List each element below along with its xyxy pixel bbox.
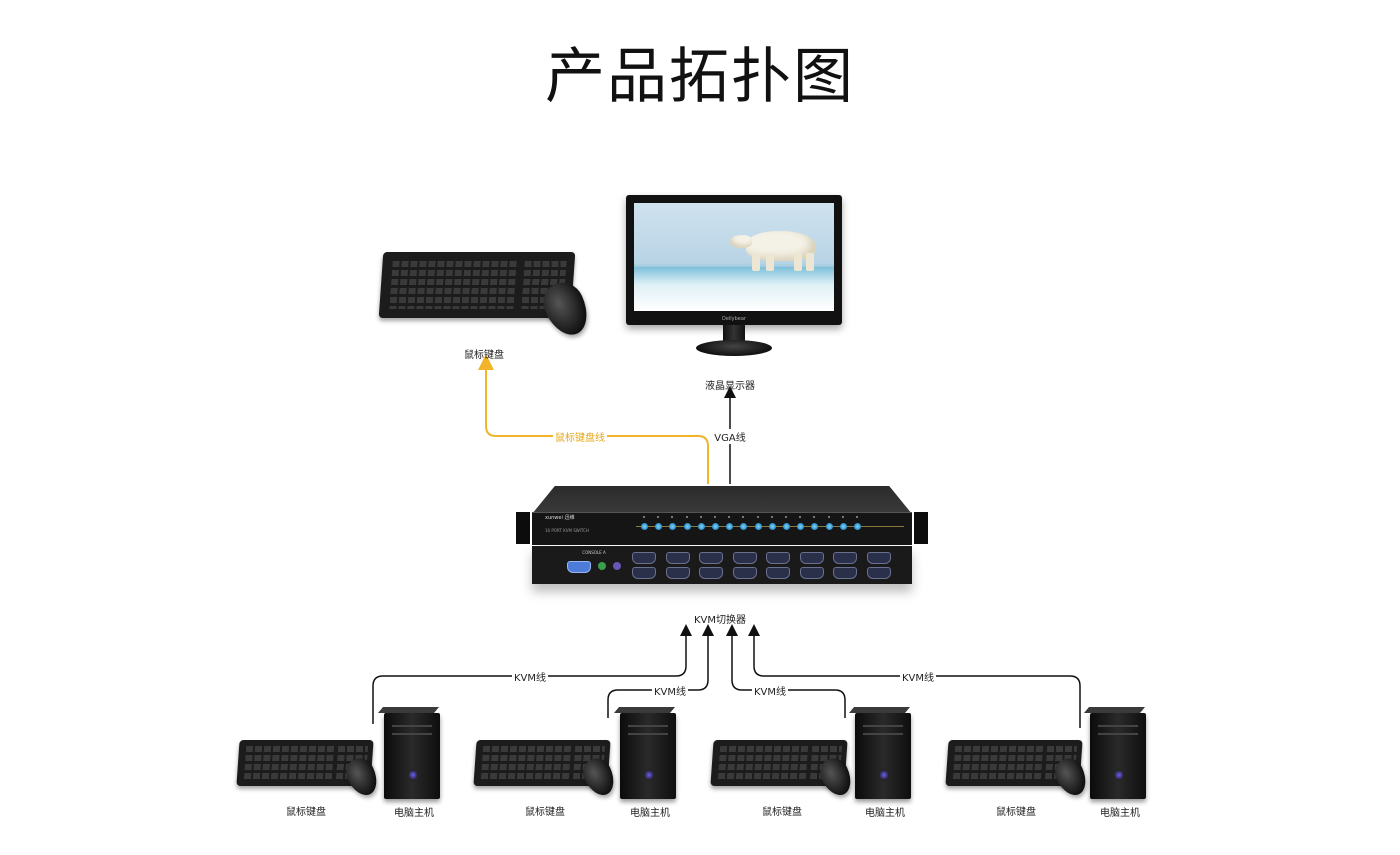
kvm-port-button: [811, 523, 819, 530]
kvm-port-button: [797, 523, 805, 530]
vga-port-pc: [866, 567, 891, 579]
kvm-port-led: [714, 516, 716, 518]
kvm-port-led: [770, 516, 773, 518]
vga-port-pc: [833, 552, 857, 564]
monitor-label: 液晶显示器: [705, 381, 755, 392]
workstation-keyboard-label: 鼠标键盘: [996, 807, 1036, 818]
kvm-port-led: [827, 516, 830, 518]
workstation-keyboard-label: 鼠标键盘: [286, 807, 326, 818]
kvm-port-button: [669, 523, 677, 530]
vga-port-pc: [799, 567, 824, 579]
kvm-cable-3: [726, 624, 846, 718]
kvm-port-button: [726, 523, 734, 530]
kvm-port-led: [657, 516, 660, 518]
workstation-pc-label: 电脑主机: [630, 808, 670, 819]
kvm-port-button: [854, 523, 861, 530]
kvm-port-button: [768, 523, 776, 530]
pc-tower-icon: [849, 707, 911, 799]
pc-tower-icon: [378, 707, 440, 799]
kvm-port-button: [697, 523, 705, 530]
kvm-rack-ear-left: [516, 512, 530, 544]
kvm-port-led: [728, 516, 731, 518]
kvm-port-button: [683, 523, 691, 530]
vga-port-pc: [833, 567, 857, 579]
monitor-icon: Dellybear: [626, 195, 842, 325]
vga-port-pc: [699, 552, 723, 564]
kvm-port-led: [841, 516, 844, 518]
kvm-brand: xunwei 迅维: [545, 515, 575, 521]
workstation-keyboard-label: 鼠标键盘: [762, 807, 802, 818]
pc-tower-icon: [1084, 707, 1146, 799]
pc-tower-icon: [614, 707, 676, 799]
vga-port-pc: [766, 567, 790, 579]
kvm-rack-ear-right: [914, 512, 928, 544]
kb-mouse-cable-label: 鼠标键盘线: [553, 429, 607, 444]
vga-port-pc: [665, 567, 690, 579]
kvm-cable-label: KVM线: [511, 669, 549, 684]
vga-port-pc: [665, 552, 690, 564]
kvm-port-led: [685, 516, 688, 518]
vga-port-pc: [766, 552, 790, 564]
workstation-pc-label: 电脑主机: [865, 808, 905, 819]
kvm-cable-label: KVM线: [751, 683, 789, 698]
top-keyboard-label: 鼠标键盘: [464, 350, 504, 361]
kvm-switch-top: [532, 486, 912, 514]
ps2-mouse-port: [598, 562, 606, 570]
kvm-port-button: [641, 523, 648, 530]
vga-port-pc: [866, 552, 891, 564]
kvm-port-led: [671, 516, 674, 518]
kvm-console-label: CONSOLE A: [582, 550, 606, 555]
ps2-keyboard-port: [613, 562, 621, 570]
workstation-pc-label: 电脑主机: [1100, 808, 1140, 819]
kvm-cable-2: [607, 624, 714, 718]
kvm-port-led: [785, 516, 787, 518]
kvm-port-led: [699, 516, 702, 518]
kvm-port-led: [799, 516, 802, 518]
vga-port-pc: [632, 552, 656, 564]
kvm-port-led: [756, 516, 759, 518]
vga-port-pc: [699, 567, 723, 579]
page-title: 产品拓扑图: [545, 42, 855, 112]
kvm-port-led: [742, 516, 745, 518]
workstation-pc-label: 电脑主机: [394, 808, 434, 819]
kvm-port-led: [643, 516, 645, 518]
vga-cable-label: VGA线: [712, 429, 748, 444]
kb-mouse-cable: [478, 354, 709, 484]
kvm-port-button: [712, 523, 719, 530]
vga-port-pc: [632, 567, 656, 579]
monitor-brand: Dellybear: [721, 316, 747, 322]
kvm-cable-label: KVM线: [651, 683, 689, 698]
workstation-keyboard-label: 鼠标键盘: [525, 807, 565, 818]
vga-port-pc: [732, 552, 757, 564]
kvm-port-led: [856, 516, 858, 518]
kvm-port-button: [655, 523, 663, 530]
kvm-port-led: [813, 516, 816, 518]
kvm-switch-label: KVM切换器: [693, 615, 747, 626]
kvm-port-button: [783, 523, 790, 530]
vga-port-console: [567, 561, 591, 573]
vga-port-pc: [799, 552, 824, 564]
kvm-port-button: [740, 523, 748, 530]
kvm-cable-label: KVM线: [899, 669, 937, 684]
monitor-base: [696, 340, 772, 356]
vga-port-pc: [732, 567, 757, 579]
kvm-port-button: [825, 523, 833, 530]
kvm-switch-front: [532, 512, 912, 545]
kvm-model: 16 PORT KVM SWITCH: [545, 528, 589, 533]
kvm-port-button: [754, 523, 762, 530]
kvm-port-button: [839, 523, 847, 530]
monitor-stand: [723, 325, 745, 343]
